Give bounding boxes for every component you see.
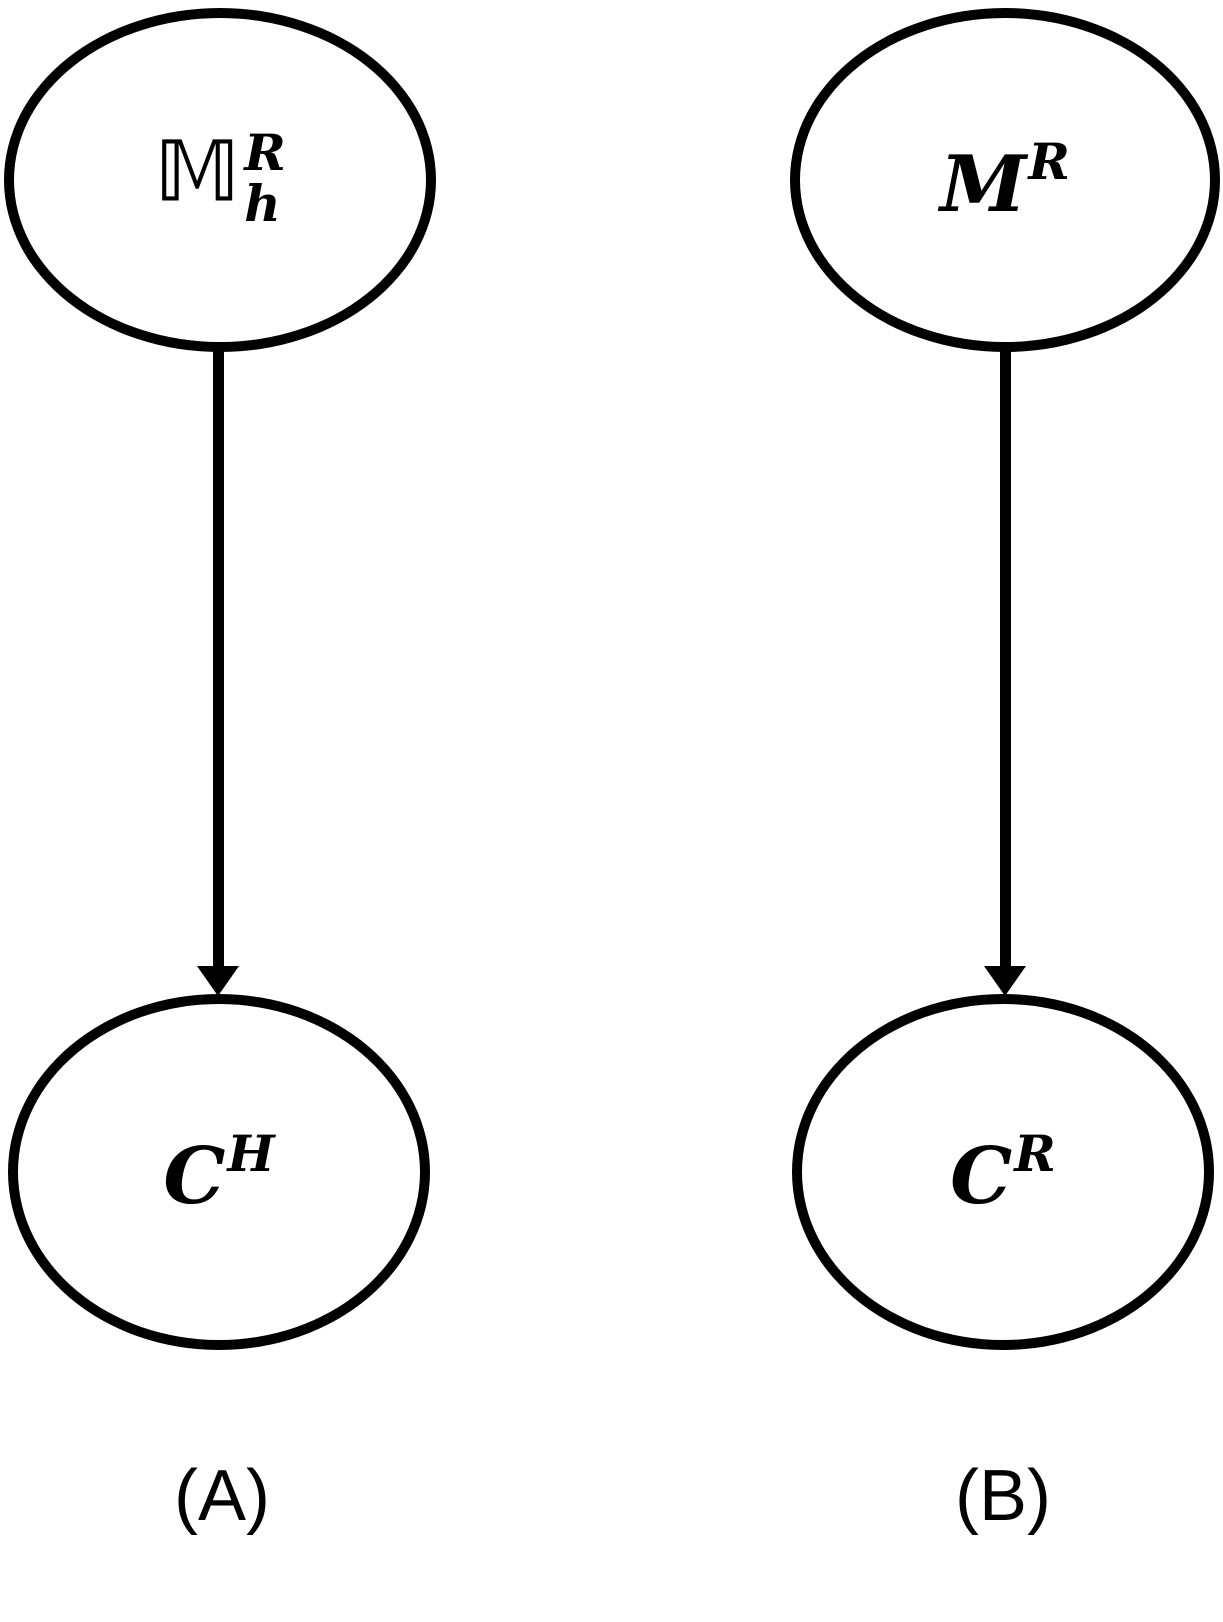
superscript: R xyxy=(1014,1123,1056,1183)
panel-a-caption: (A) xyxy=(174,1456,270,1536)
base-symbol: C xyxy=(163,1130,226,1222)
panel-b-top-node: MR xyxy=(790,8,1220,352)
panel-b-arrowhead-icon xyxy=(984,966,1026,996)
base-symbol: C xyxy=(950,1130,1013,1222)
base-symbol: M xyxy=(940,138,1027,230)
panel-a-arrowhead-icon xyxy=(197,966,239,996)
panel-b-caption: (B) xyxy=(955,1456,1051,1536)
panel-a-bottom-node-label: CH xyxy=(163,1128,274,1216)
superscript: R xyxy=(244,123,286,182)
subscript: h xyxy=(244,174,281,233)
superscript: R xyxy=(1028,131,1070,191)
panel-b-top-node-label: MR xyxy=(940,136,1070,224)
panel-b-bottom-node-label: CR xyxy=(950,1128,1056,1216)
panel-a-bottom-node: CH xyxy=(8,994,430,1350)
panel-b-bottom-node: CR xyxy=(792,994,1214,1350)
double-struck-m-symbol: 𝕄 xyxy=(154,122,241,221)
panel-b-arrow-shaft xyxy=(1000,348,1011,970)
superscript: H xyxy=(227,1123,275,1183)
panel-a-arrow-shaft xyxy=(213,348,224,970)
